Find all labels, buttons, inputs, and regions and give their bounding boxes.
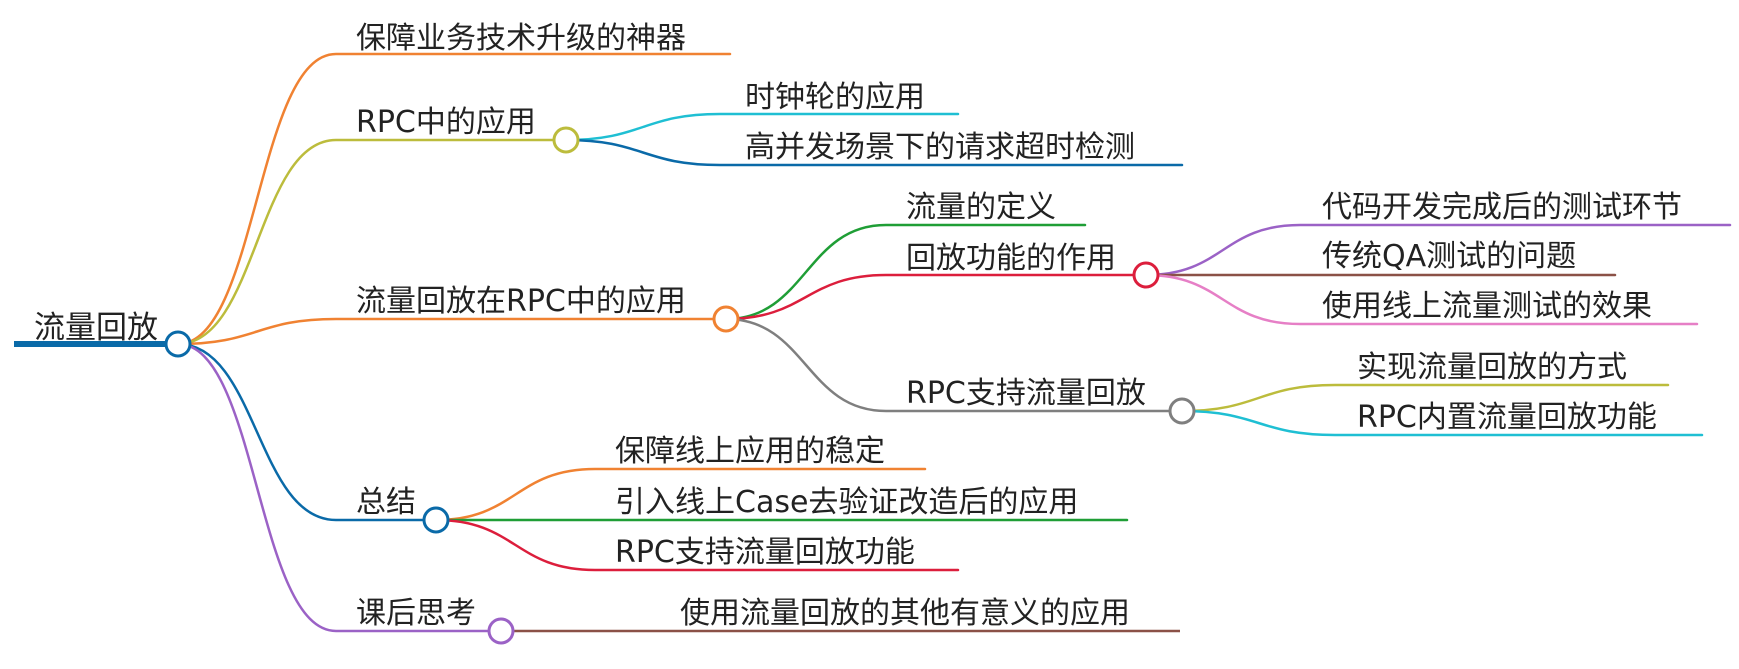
node-b2-1-1-label: 传统QA测试的问题 xyxy=(1322,239,1576,274)
edge-b2-c0 xyxy=(724,223,1087,321)
edge-b2-c1 xyxy=(724,273,1148,321)
node-b2-1-marker[interactable] xyxy=(1132,261,1160,289)
node-b3-label: 总结 xyxy=(356,485,416,520)
node-b3-2-label: RPC支持流量回放功能 xyxy=(615,535,915,570)
edge-b22-g0 xyxy=(1180,383,1670,413)
edge-b1-c1 xyxy=(564,138,1184,167)
node-b1-marker[interactable] xyxy=(552,126,580,154)
node-b4-marker[interactable] xyxy=(487,617,515,645)
node-b2-1-label: 回放功能的作用 xyxy=(906,241,1116,276)
node-b2-0-label: 流量的定义 xyxy=(906,190,1056,225)
edge-root-b2 xyxy=(176,317,728,346)
node-b3-1-label: 引入线上Case去验证改造后的应用 xyxy=(615,485,1078,520)
node-b2-2-label: RPC支持流量回放 xyxy=(906,376,1146,411)
node-b1-0-label: 时钟轮的应用 xyxy=(745,80,925,115)
node-b1-1-label: 高并发场景下的请求超时检测 xyxy=(745,130,1135,165)
edge-b22-g1 xyxy=(1180,409,1704,437)
node-b2-label: 流量回放在RPC中的应用 xyxy=(356,284,686,319)
root-node-marker[interactable] xyxy=(164,330,192,358)
node-b2-1-0-label: 代码开发完成后的测试环节 xyxy=(1322,190,1682,225)
connector-layer xyxy=(14,52,1732,633)
node-b2-2-0-label: 实现流量回放的方式 xyxy=(1357,350,1627,385)
edge-b2-c2 xyxy=(724,317,1184,413)
label-layer: 流量回放 保障业务技术升级的神器 RPC中的应用 时钟轮的应用 高并发场景下的请… xyxy=(34,21,1682,631)
node-b1-label: RPC中的应用 xyxy=(356,105,536,140)
edge-root-b0 xyxy=(176,52,732,346)
node-marker-layer xyxy=(164,126,1196,645)
node-b2-2-1-label: RPC内置流量回放功能 xyxy=(1357,400,1657,435)
edge-root-b4 xyxy=(176,342,503,633)
node-b2-2-marker[interactable] xyxy=(1168,397,1196,425)
edge-b1-c0 xyxy=(564,112,960,142)
node-b3-0-label: 保障线上应用的稳定 xyxy=(615,434,885,469)
node-b4-0-label: 使用流量回放的其他有意义的应用 xyxy=(680,596,1130,631)
edge-root-b3 xyxy=(176,342,438,522)
node-b0-label: 保障业务技术升级的神器 xyxy=(356,21,686,56)
node-b4-label: 课后思考 xyxy=(356,596,476,631)
node-b2-marker[interactable] xyxy=(712,305,740,333)
node-b2-1-2-label: 使用线上流量测试的效果 xyxy=(1322,289,1652,324)
edge-b3-c2 xyxy=(434,518,960,572)
edge-b21-g0 xyxy=(1144,223,1732,277)
edge-b3-c0 xyxy=(434,467,927,522)
node-b3-marker[interactable] xyxy=(422,506,450,534)
root-node-label: 流量回放 xyxy=(34,310,158,346)
edge-b21-g2 xyxy=(1144,273,1699,326)
edge-root-b1 xyxy=(176,138,568,346)
